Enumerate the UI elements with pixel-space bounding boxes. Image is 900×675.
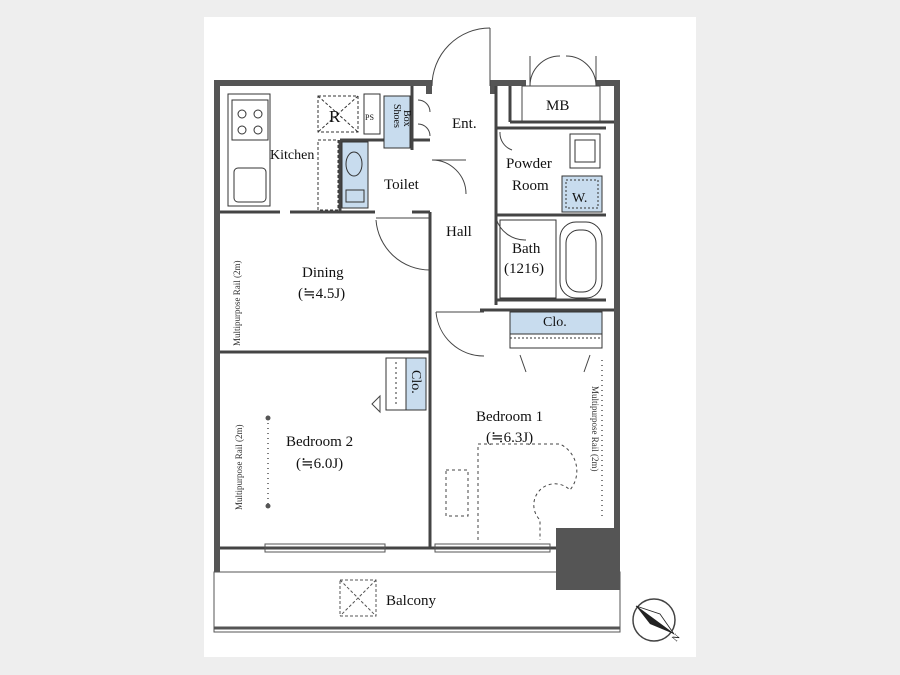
bedroom1-label: Bedroom 1 xyxy=(476,409,543,425)
closet-bedroom1-fixture xyxy=(509,311,603,349)
dining-rail-label: Multipurpose Rail (2m) xyxy=(232,261,242,347)
labels: MB Ent. R PS Shoes Box Kitchen Toilet Po… xyxy=(232,98,600,609)
rail-lines xyxy=(267,360,603,520)
shoes-box-label-1: Shoes xyxy=(391,104,402,128)
powder-sink xyxy=(569,133,601,169)
washer-label: W. xyxy=(572,191,587,206)
toilet-label: Toilet xyxy=(384,177,420,193)
r-label: R xyxy=(329,107,341,126)
entrance-door xyxy=(431,27,491,87)
kitchen-counter xyxy=(227,93,359,211)
bath-label: Bath xyxy=(512,241,541,257)
sash-windows xyxy=(264,543,551,553)
compass: N xyxy=(632,598,682,643)
mb-label: MB xyxy=(546,98,569,114)
rail-end xyxy=(265,415,271,421)
bedroom2-size: (≒6.0J) xyxy=(296,456,343,472)
compass-north-label: N xyxy=(670,631,682,643)
bedroom2-rail-label: Multipurpose Rail (2m) xyxy=(234,425,244,511)
bed-outline xyxy=(445,443,578,540)
bath-size: (1216) xyxy=(504,261,544,277)
bedroom2-label: Bedroom 2 xyxy=(286,434,353,450)
bathtub xyxy=(499,219,603,299)
ps-label: PS xyxy=(365,113,374,122)
balcony-label: Balcony xyxy=(386,593,436,609)
outer-walls xyxy=(214,80,620,590)
closet-bedroom2-fixture xyxy=(385,357,427,411)
bedroom1-size: (≒6.3J) xyxy=(486,430,533,446)
door-swings xyxy=(371,99,591,414)
shoes-box-label-2: Box xyxy=(401,110,412,127)
closet-bedroom2-label: Clo. xyxy=(408,370,423,394)
powder-label-2: Room xyxy=(512,178,549,194)
washer-pan xyxy=(561,175,603,213)
bedroom1-rail-label: Multipurpose Rail (2m) xyxy=(590,386,600,472)
dining-size: (≒4.5J) xyxy=(298,286,345,302)
dining-label: Dining xyxy=(302,265,344,281)
mb-doors xyxy=(521,55,601,123)
hall-label: Hall xyxy=(446,224,472,240)
toilet-fixture xyxy=(341,141,369,209)
north-arrow-tail-icon xyxy=(635,605,675,635)
balcony-area xyxy=(213,571,621,633)
ps-shaft xyxy=(363,93,381,135)
rail-end xyxy=(265,503,271,509)
closet-bedroom1-label: Clo. xyxy=(543,315,567,330)
powder-label-1: Powder xyxy=(506,156,552,172)
shoes-box xyxy=(383,95,411,149)
kitchen-label: Kitchen xyxy=(270,148,314,163)
ent-label: Ent. xyxy=(452,116,477,132)
